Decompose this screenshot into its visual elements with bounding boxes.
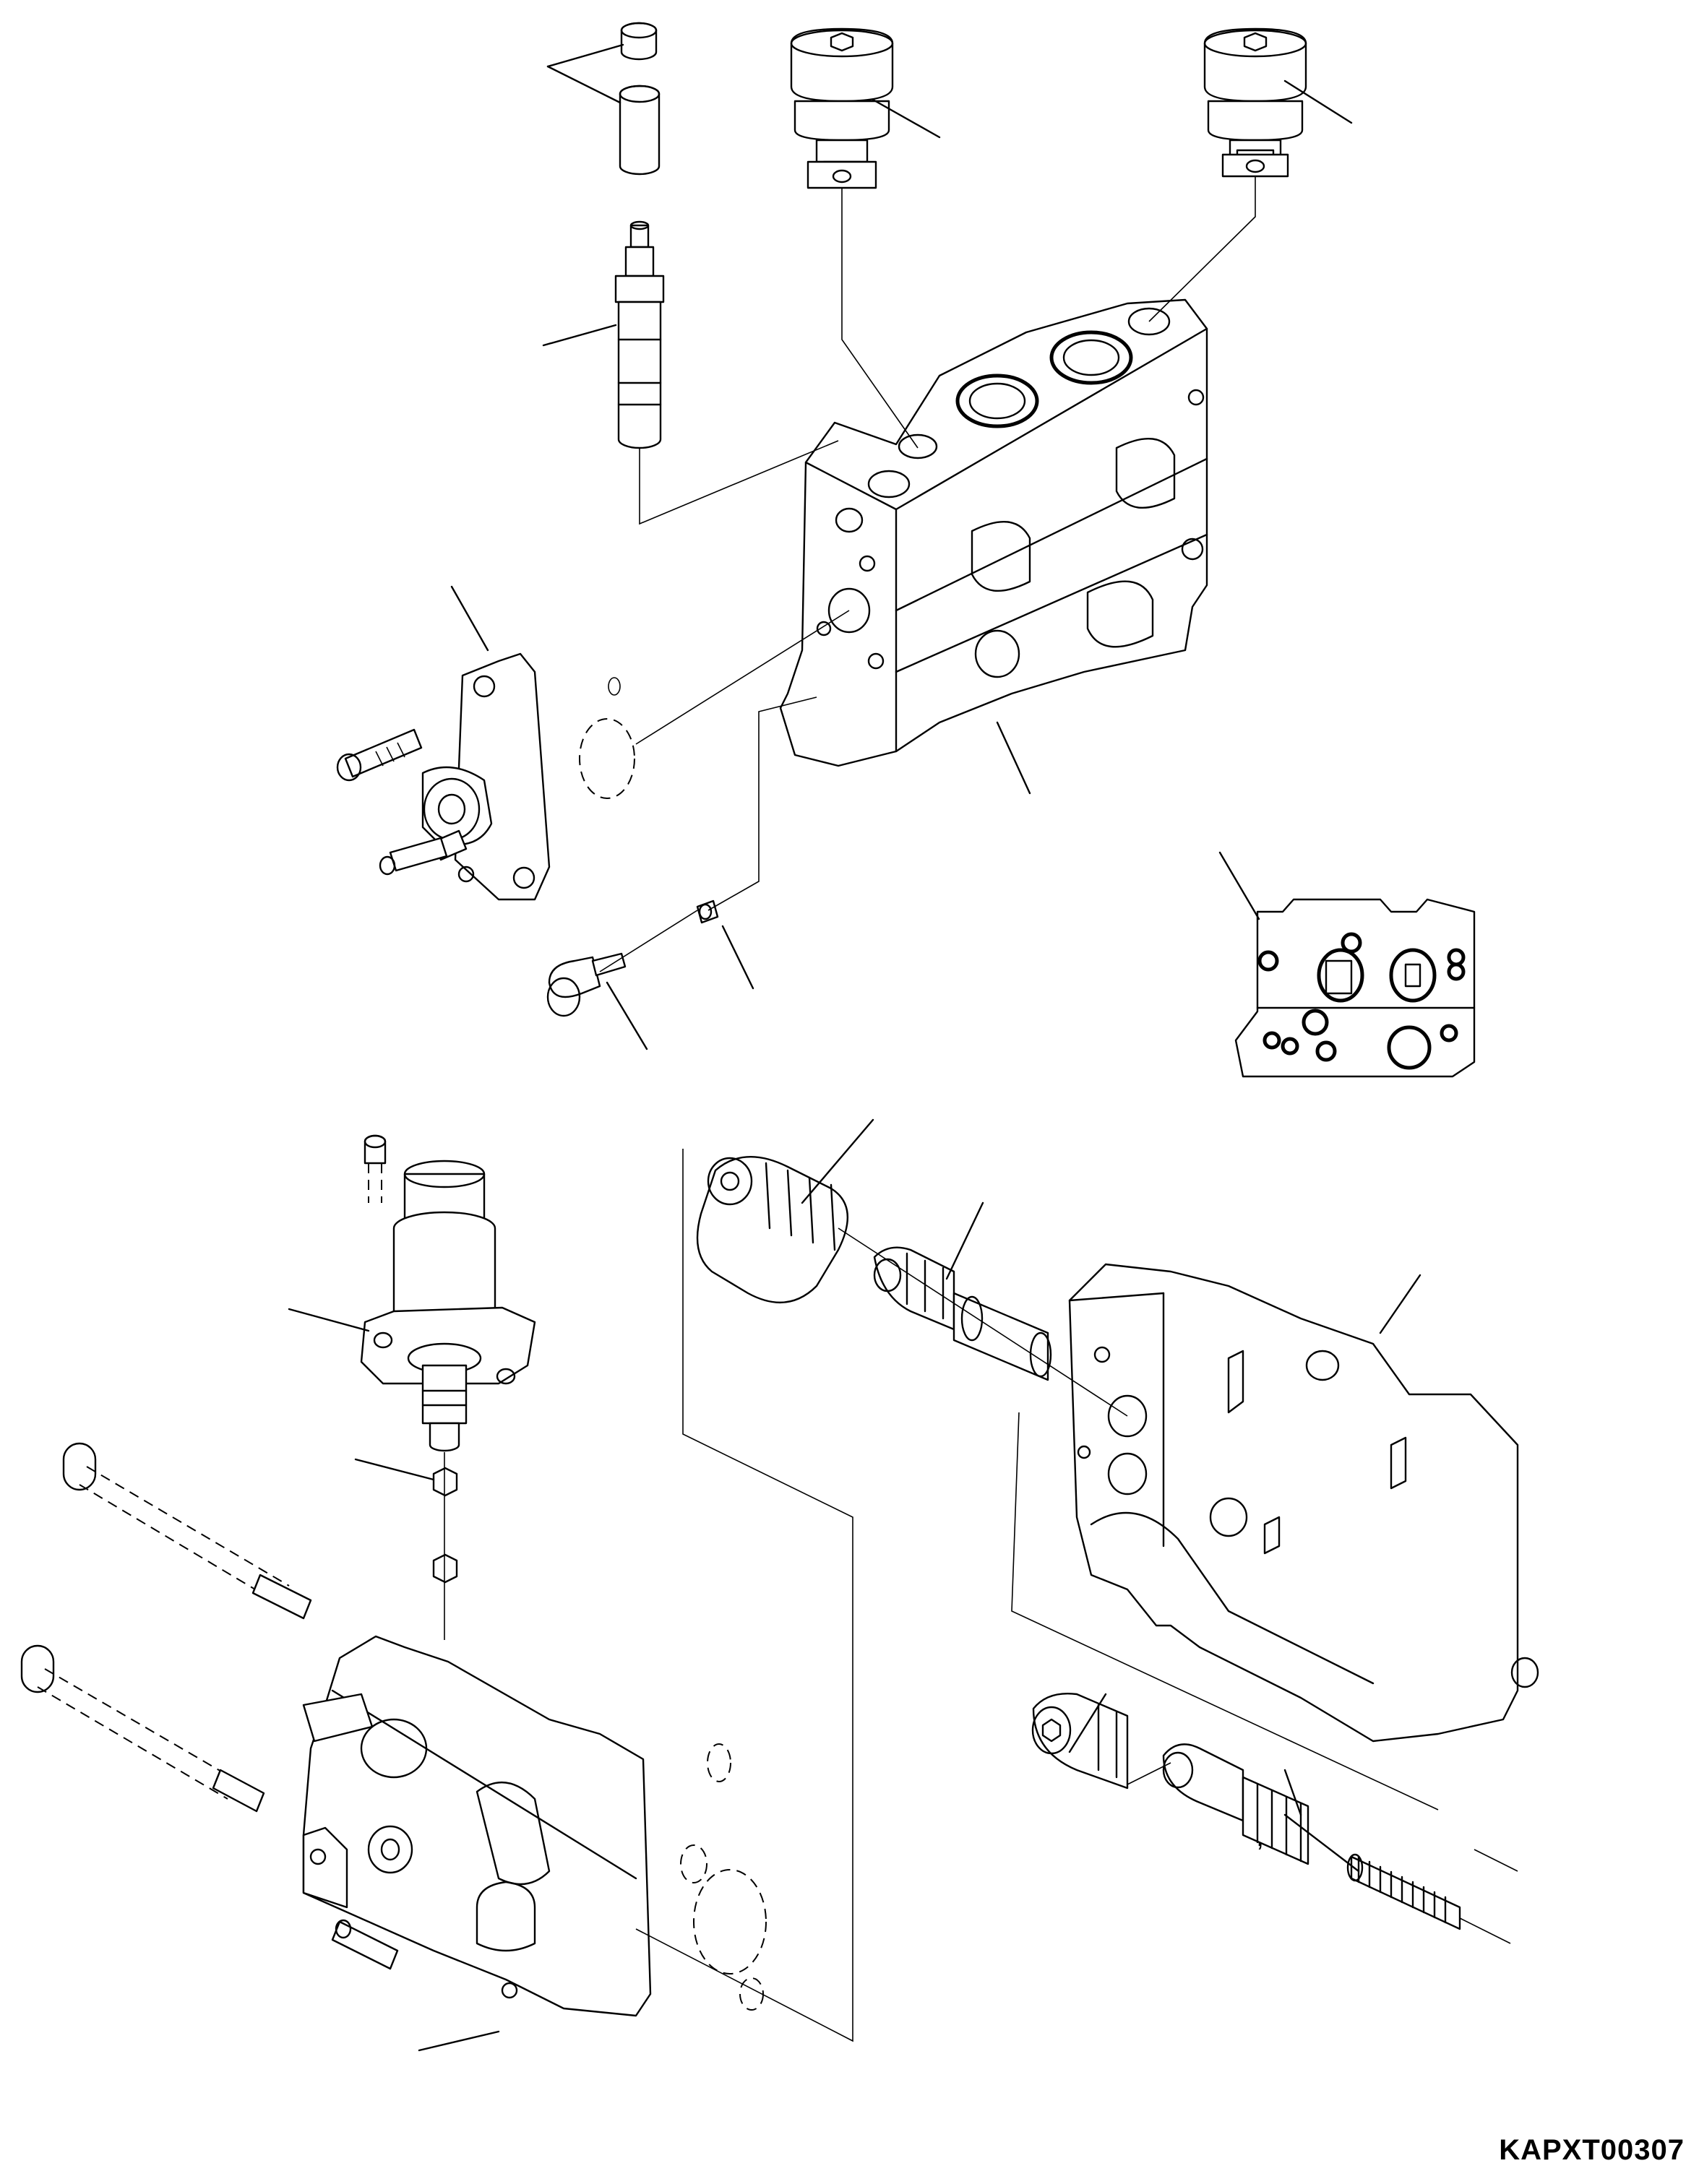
cartridge-valve xyxy=(614,220,665,449)
solenoid-screw xyxy=(364,1134,387,1203)
cap-and-sleeve xyxy=(619,22,661,176)
port-view-inset xyxy=(1234,898,1476,1078)
long-tie-bolts xyxy=(20,1442,312,1813)
pressure-switch-assembly xyxy=(379,652,551,901)
relief-plug-right xyxy=(1203,27,1307,178)
small-nipples xyxy=(432,1467,458,1584)
o-rings-lower xyxy=(680,1743,767,2011)
spool-end-cap xyxy=(696,1155,849,1304)
leader-lines xyxy=(288,43,1421,2052)
drawing-code-label: KAPXT00307 xyxy=(1499,2134,1685,2166)
solenoid-valve xyxy=(360,1160,536,1452)
orifice-seat xyxy=(696,899,719,924)
o-rings-upper xyxy=(579,677,635,799)
piston xyxy=(1162,1743,1309,1865)
end-cover-block xyxy=(302,1635,652,2017)
stray-mark: , xyxy=(1256,1821,1265,1852)
check-valve-plug xyxy=(546,952,627,1017)
spool xyxy=(873,1246,1052,1381)
springs xyxy=(1346,1853,1461,1930)
spool-plug xyxy=(1031,1693,1129,1790)
assembly-axis-lines xyxy=(444,177,1518,2042)
valve-body-lower xyxy=(1068,1263,1539,1743)
valve-body-upper xyxy=(779,298,1208,767)
socket-screw xyxy=(336,728,423,782)
relief-plug-left xyxy=(790,27,894,189)
